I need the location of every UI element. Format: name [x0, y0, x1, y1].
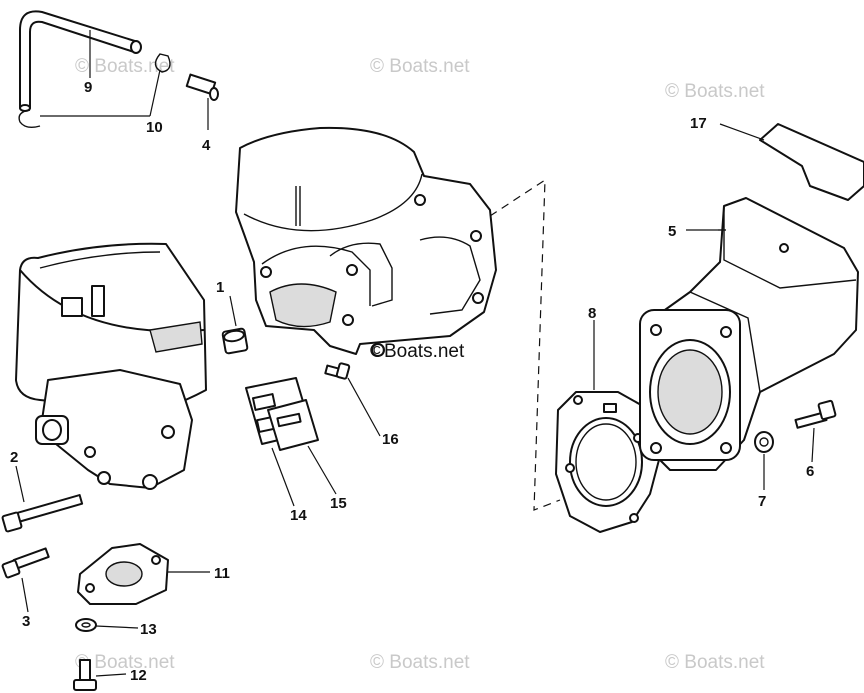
- part-9-hose: [19, 10, 142, 112]
- callout-2: 2: [10, 449, 18, 466]
- part-5-exhaust-housing: [639, 197, 859, 471]
- callout-10: 10: [146, 119, 163, 136]
- alignment-dashed-line: [489, 178, 561, 511]
- callout-15: 15: [330, 495, 347, 512]
- callout-13: 13: [140, 621, 157, 638]
- part-3-bolt: [1, 547, 50, 579]
- part-13-washer: [75, 618, 97, 632]
- watermark-2: © Boats.net: [370, 56, 470, 77]
- part-14-15-reed-plates: [245, 377, 319, 451]
- callout-11: 11: [214, 565, 230, 582]
- part-6-bolt: [794, 399, 837, 429]
- callout-6: 6: [806, 463, 814, 480]
- left-housing: [15, 242, 207, 413]
- callout-7: 7: [758, 493, 766, 510]
- part-11-flange: [77, 543, 169, 605]
- part-4-fitting: [185, 73, 219, 101]
- part-2-bolt: [1, 494, 84, 533]
- callout-9: 9: [84, 79, 92, 96]
- callout-4: 4: [202, 137, 211, 154]
- watermark-1: © Boats.net: [75, 56, 175, 77]
- part-16-screw: [324, 362, 351, 380]
- callout-14: 14: [290, 507, 307, 524]
- part-7-washer: [754, 431, 774, 453]
- leader-lines: [15, 30, 815, 677]
- callout-1: 1: [216, 279, 224, 296]
- watermark-6: © Boats.net: [75, 652, 175, 673]
- watermark-3: © Boats.net: [665, 81, 765, 102]
- central-crankcase: [235, 126, 497, 357]
- part-8-gasket: [555, 391, 661, 533]
- part-1-bushing: [221, 327, 249, 355]
- watermark-8: © Boats.net: [665, 652, 765, 673]
- callouts: 1 2 3 4 5 6 7 8 9 10 11 12 13 14 15 16 1…: [10, 79, 814, 684]
- callout-5: 5: [668, 223, 676, 240]
- watermark-7: © Boats.net: [370, 652, 470, 673]
- carburetor-body: [35, 369, 193, 490]
- part-10-clamps: [18, 53, 171, 129]
- callout-12: 12: [130, 667, 147, 684]
- callout-8: 8: [588, 305, 596, 322]
- inline-watermark: ©Boats.net: [370, 341, 465, 362]
- callout-16: 16: [382, 431, 399, 448]
- part-17-cover-plate: [759, 123, 864, 201]
- part-12-screw: [73, 659, 97, 691]
- callout-3: 3: [22, 613, 30, 630]
- callout-17: 17: [690, 115, 707, 132]
